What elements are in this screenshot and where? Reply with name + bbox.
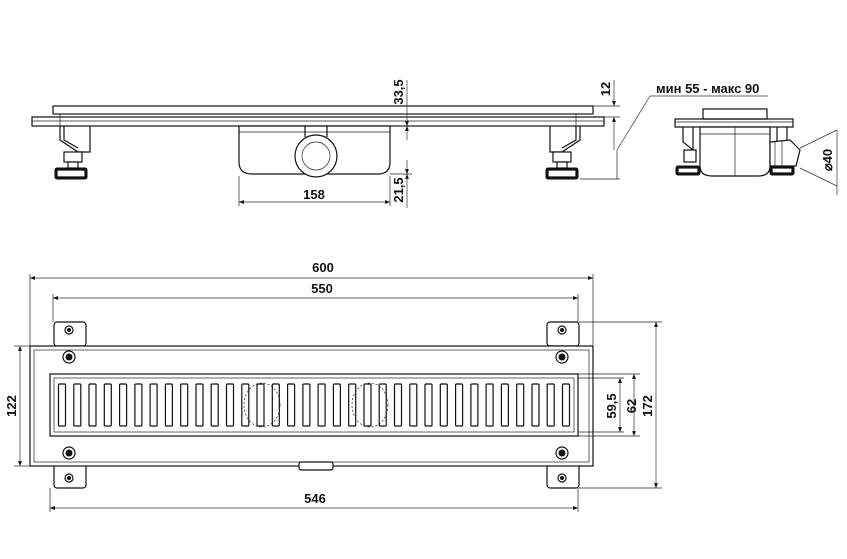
grate-slot [485,383,494,427]
grate-slot [393,383,403,427]
grate-slot [348,383,357,427]
grate-slot [225,383,235,427]
dim-33-5: 33,5 [391,79,406,104]
grate-slot [500,383,509,427]
grate-slot [134,383,143,427]
depth-range-label: мин 55 - макс 90 [656,81,759,96]
dim-600: 600 [312,260,334,275]
grate-slot [332,383,341,427]
grate-slot [241,383,250,427]
side-view: 158 33,5 21,5 12 мин 55 - макс 90 [31,79,768,208]
grate-slot [455,383,464,427]
end-view: ⌀40 [674,108,838,195]
plan-view: 600 550 [4,260,662,512]
grate-slot [561,383,571,427]
grate-slot [149,383,158,427]
dim-59-5: 59,5 [604,393,619,418]
dim-12: 12 [598,82,613,96]
grate-slot [424,383,433,427]
grate-slot [439,383,448,427]
dim-172: 172 [640,395,655,417]
screw-icon [62,325,569,483]
grate-slot [470,383,479,427]
grate-slot [546,383,555,427]
grate-slot [164,383,173,427]
dim-158: 158 [303,187,325,202]
channel-flange [31,116,605,127]
grate-slot [271,383,280,427]
outlet-pipe [294,134,338,178]
grate [49,373,579,437]
dim-122: 122 [4,395,19,417]
grate-slot [287,383,296,427]
dim-21-5: 21,5 [391,177,406,202]
grate-slot [210,383,219,427]
channel-top-rim [52,105,594,115]
grate-slot [409,383,418,427]
grate-slot [302,383,311,427]
grate-slot [73,383,82,427]
grate-slots [57,383,571,427]
grate-slot [516,383,525,427]
dim-62: 62 [624,399,639,413]
grate-slot [88,383,97,427]
grate-slot [317,383,326,427]
grate-slot [103,383,112,427]
grate-slot [195,383,204,427]
grate-slot [57,383,67,427]
grate-slot [118,383,128,427]
dim-outlet-diameter: ⌀40 [820,149,835,171]
grate-slot [363,383,372,427]
grate-slot [378,383,387,427]
grate-slot [531,383,540,427]
dim-546: 546 [304,491,326,506]
grate-slot [256,383,265,427]
dim-550: 550 [311,281,333,296]
grate-slot [180,383,189,427]
